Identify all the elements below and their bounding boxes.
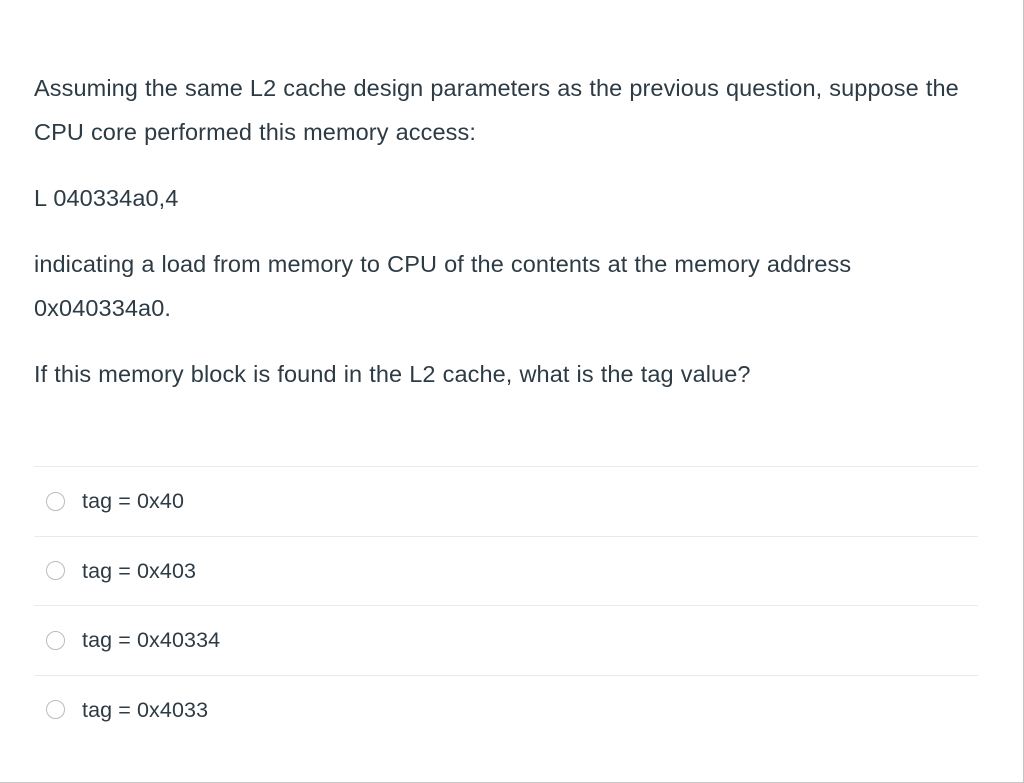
answer-option-row-1[interactable]: tag = 0x40 [34, 466, 978, 536]
answer-option-row-2[interactable]: tag = 0x403 [34, 535, 978, 606]
question-paragraph-prompt: If this memory block is found in the L2 … [34, 361, 751, 387]
question-text-body: Assuming the same L2 cache design parame… [34, 66, 978, 396]
answer-option-label-4: tag = 0x4033 [82, 697, 209, 722]
answer-option-row-3[interactable]: tag = 0x40334 [34, 605, 978, 675]
answer-option-label-2: tag = 0x403 [82, 558, 197, 583]
radio-button-icon-1[interactable] [46, 491, 65, 511]
question-paragraph-intro: Assuming the same L2 cache design parame… [34, 75, 959, 145]
radio-button-icon-4[interactable] [46, 700, 65, 720]
radio-button-icon-3[interactable] [46, 630, 65, 650]
answer-option-row-4[interactable]: tag = 0x4033 [34, 674, 978, 745]
question-memory-access-line: L 040334a0,4 [34, 185, 179, 211]
question-paragraph-explanation: indicating a load from memory to CPU of … [34, 251, 852, 321]
answer-options-list: tag = 0x40 tag = 0x403 tag = 0x40334 tag… [34, 466, 978, 744]
radio-button-icon-2[interactable] [46, 561, 65, 581]
answer-option-label-3: tag = 0x40334 [82, 628, 221, 653]
answer-option-label-1: tag = 0x40 [82, 489, 185, 514]
